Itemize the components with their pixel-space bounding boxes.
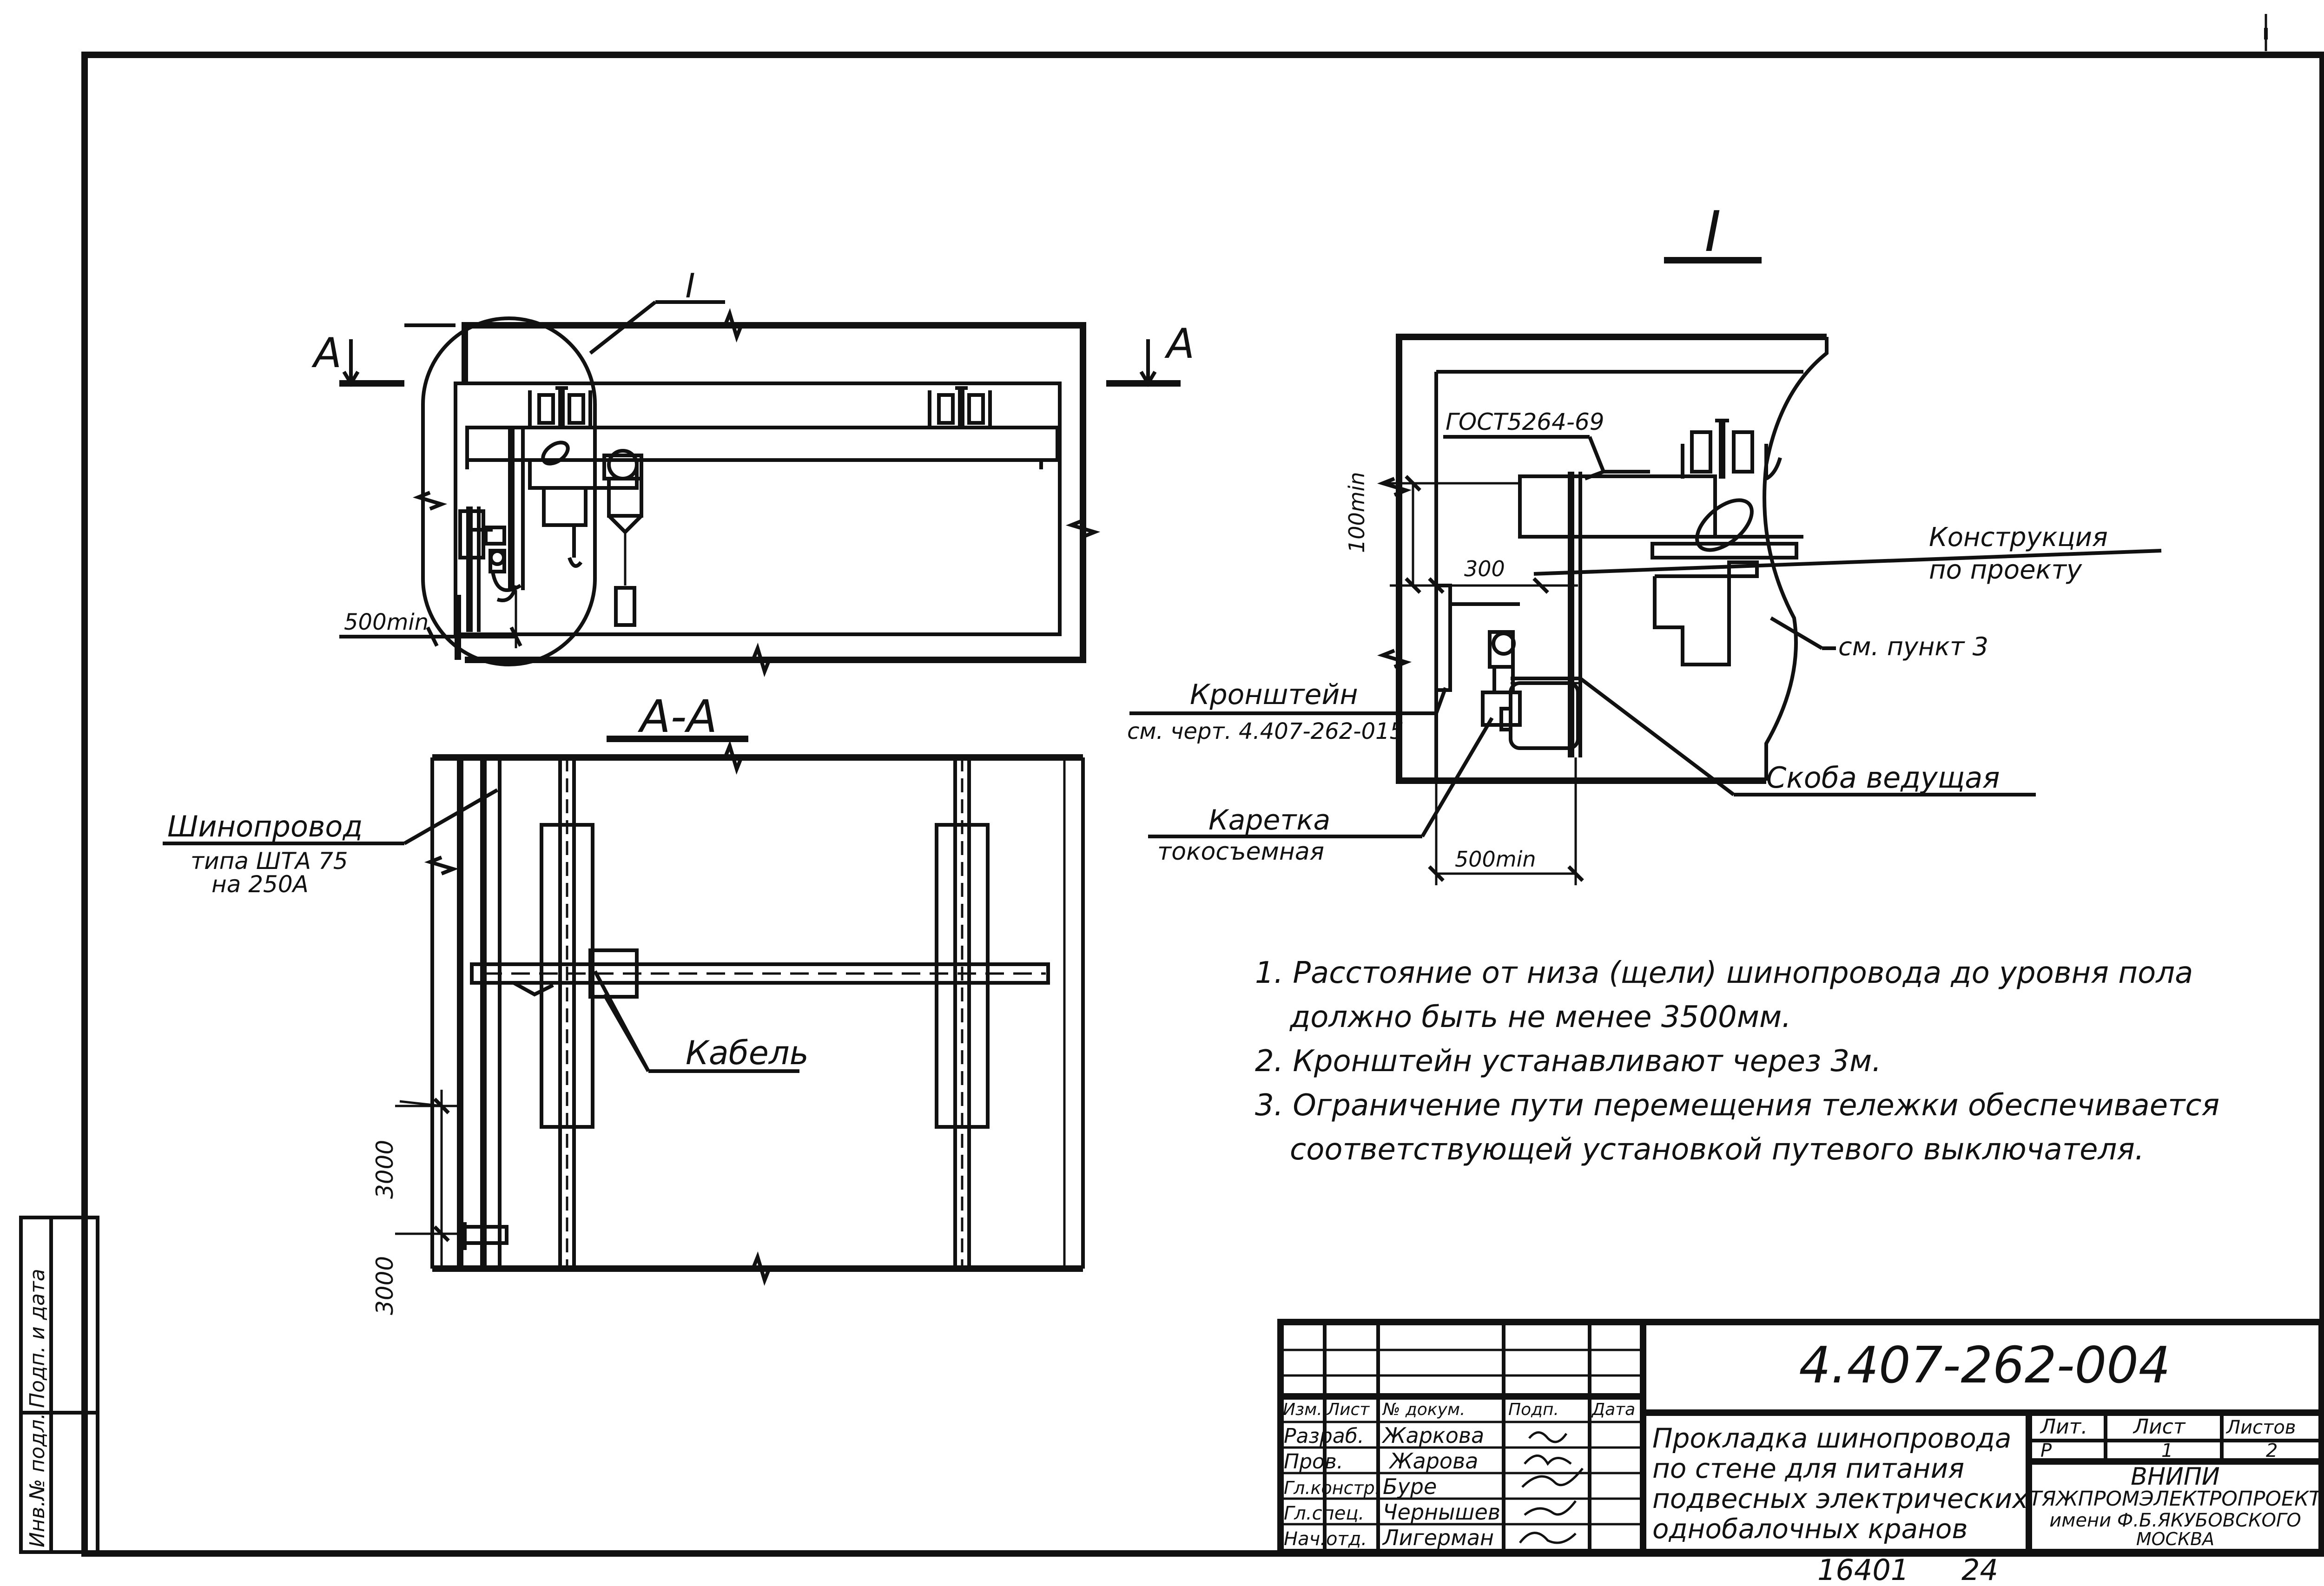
tb-header-list: Лист bbox=[1326, 1400, 1370, 1419]
note-2: 2. Кронштейн устанавливают через 3м. bbox=[1255, 1044, 1882, 1079]
tb-name-5: Лигерман bbox=[1382, 1525, 1494, 1550]
tb-sheet-header: Лист bbox=[2133, 1415, 2186, 1439]
tb-header-izm: Изм. bbox=[1283, 1400, 1322, 1419]
dim-3000-b: 3000 bbox=[371, 1256, 398, 1315]
tb-name-3: Буре bbox=[1383, 1474, 1437, 1499]
label-bracket: Кронштейн bbox=[1190, 678, 1358, 711]
tb-lit-value: Р bbox=[2040, 1440, 2052, 1461]
detail-view: I bbox=[1127, 200, 2162, 885]
tb-header-sign: Подп. bbox=[1508, 1400, 1559, 1419]
tb-sheet-value: 1 bbox=[2161, 1440, 2173, 1461]
title-block: 4.407-262-004 Изм. Лист № докум. Подп. Д… bbox=[1277, 1319, 2324, 1586]
tb-title-3: подвесных электрических bbox=[1652, 1483, 2028, 1514]
tb-sheets-value: 2 bbox=[2266, 1440, 2278, 1461]
section-mark-right: A bbox=[1164, 320, 1195, 368]
side-stamp-sign: Подп. и дата bbox=[26, 1269, 49, 1408]
tb-title-1: Прокладка шинопровода bbox=[1652, 1422, 2011, 1454]
detail-title: I bbox=[1704, 200, 1721, 264]
rail-right bbox=[935, 757, 990, 1269]
tb-title-2: по стене для питания bbox=[1652, 1453, 1964, 1484]
detail-callout-label: I bbox=[685, 266, 695, 305]
tb-below-code: 16401 bbox=[1817, 1553, 1909, 1586]
tb-header-date: Дата bbox=[1591, 1400, 1635, 1419]
note-3-line-2: соответствующей установкой путевого выкл… bbox=[1290, 1132, 2144, 1167]
tb-org-2: ТЯЖПРОМЭЛЕКТРОПРОЕКТ bbox=[2029, 1487, 2323, 1511]
label-carriage-sub: токосъемная bbox=[1157, 838, 1324, 866]
label-bracket-lead: Скоба ведущая bbox=[1766, 761, 2000, 795]
notes: 1. Расстояние от низа (щели) шинопровода… bbox=[1255, 956, 2219, 1167]
signatures bbox=[1519, 1431, 1584, 1544]
label-gost: ГОСТ5264-69 bbox=[1446, 408, 1604, 435]
label-construction-1: Конструкция bbox=[1929, 522, 2108, 553]
tb-below-page: 24 bbox=[1961, 1553, 1998, 1586]
busway-plan bbox=[458, 428, 525, 632]
tb-role-1: Разраб. bbox=[1284, 1424, 1364, 1448]
tb-role-2: Пров. bbox=[1284, 1450, 1343, 1474]
note-3-line-1: 3. Ограничение пути перемещения тележки … bbox=[1255, 1088, 2219, 1123]
tb-role-3: Гл.констр. bbox=[1284, 1478, 1380, 1498]
drawing-code: 4.407-262-004 bbox=[1799, 1336, 2170, 1395]
tb-name-1: Жаркова bbox=[1381, 1423, 1484, 1448]
label-bracket-ref: см. черт. 4.407-262-015 bbox=[1127, 718, 1404, 744]
side-stamp: Инв.№ подл. Подп. и дата bbox=[19, 1216, 99, 1554]
label-carriage: Каретка bbox=[1208, 804, 1330, 836]
dim-100: 100min bbox=[1344, 472, 1369, 553]
label-busway-type: типа ШТА 75 bbox=[191, 848, 348, 875]
rail-left bbox=[540, 757, 594, 1269]
tb-sheets-header: Листов bbox=[2225, 1417, 2296, 1438]
tb-name-4: Чернышев bbox=[1383, 1500, 1500, 1525]
label-construction-2: по проекту bbox=[1929, 555, 2082, 585]
section-mark-left: A bbox=[311, 329, 342, 377]
detail-wheels bbox=[1681, 419, 1782, 480]
tb-role-5: Нач.отд. bbox=[1284, 1528, 1367, 1550]
tb-role-4: Гл.спец. bbox=[1284, 1503, 1364, 1524]
crane-wheels-left bbox=[528, 386, 592, 428]
tb-header-doc: № докум. bbox=[1382, 1400, 1465, 1419]
tb-org-3: имени Ф.Б.ЯКУБОВСКОГО bbox=[2049, 1510, 2301, 1531]
tb-org-4: МОСКВА bbox=[2136, 1529, 2214, 1549]
hoist bbox=[528, 441, 643, 627]
label-busway-rating: на 250А bbox=[211, 871, 309, 898]
dim-500-plan: 500min bbox=[344, 609, 429, 635]
crane-wheels-right bbox=[928, 386, 992, 428]
tb-lit-header: Лит. bbox=[2040, 1415, 2087, 1439]
section-aa: А-А bbox=[163, 691, 1085, 1315]
section-aa-title: А-А bbox=[637, 691, 717, 743]
label-busway-title: Шинопровод bbox=[167, 809, 363, 843]
plan-view: I A A 500min bbox=[311, 266, 1195, 678]
side-stamp-inv: Инв.№ подл. bbox=[26, 1413, 49, 1547]
tb-name-2: Жарова bbox=[1388, 1448, 1478, 1474]
label-cable: Кабель bbox=[686, 1034, 809, 1072]
note-1-line-1: 1. Расстояние от низа (щели) шинопровода… bbox=[1255, 956, 2193, 990]
tb-org-1: ВНИПИ bbox=[2131, 1463, 2220, 1491]
note-1-line-2: должно быть не менее 3500мм. bbox=[1289, 1000, 1791, 1034]
tb-title-4: однобалочных кранов bbox=[1652, 1513, 1968, 1545]
dim-500-detail: 500min bbox=[1455, 847, 1536, 872]
sheet-frame bbox=[81, 14, 2324, 1557]
dim-3000-a: 3000 bbox=[371, 1140, 398, 1199]
label-see-point: см. пункт 3 bbox=[1838, 632, 1988, 661]
dim-300: 300 bbox=[1464, 556, 1505, 581]
